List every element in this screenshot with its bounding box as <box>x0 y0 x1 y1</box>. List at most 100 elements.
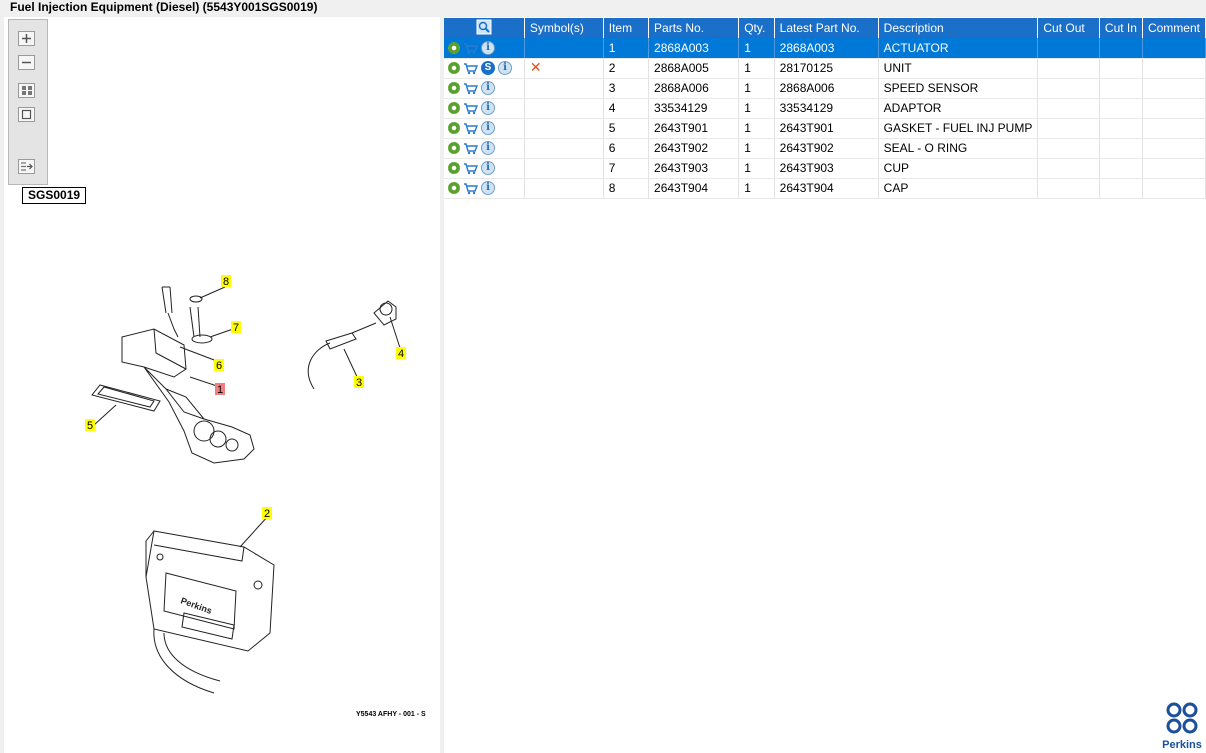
cell-latest-part-no: 2868A006 <box>774 78 879 99</box>
illustration-panel[interactable]: Perkins 8 7 6 1 5 4 3 2 <box>4 17 440 753</box>
cell-latest-part-no: 2643T901 <box>774 118 879 139</box>
gear-icon[interactable] <box>448 182 460 195</box>
cart-icon[interactable] <box>463 141 481 155</box>
info-icon[interactable]: i <box>481 121 495 136</box>
cart-icon[interactable] <box>463 81 481 95</box>
cell-comment <box>1142 158 1206 179</box>
info-icon[interactable]: i <box>481 101 495 116</box>
info-icon[interactable]: i <box>481 161 495 176</box>
gear-icon[interactable] <box>448 122 460 135</box>
column-header-cut-out[interactable]: Cut Out <box>1037 18 1100 38</box>
cell-comment <box>1142 78 1206 99</box>
cell-comment <box>1142 118 1206 139</box>
gear-icon[interactable] <box>448 42 460 55</box>
column-header-comment[interactable]: Comment <box>1142 18 1206 38</box>
perkins-emblem-icon <box>1166 702 1198 734</box>
svg-text:6: 6 <box>216 360 222 372</box>
cell-item: 6 <box>603 138 650 159</box>
cart-icon[interactable] <box>463 181 481 195</box>
cell-symbol <box>524 138 604 159</box>
cell-parts-no: 2868A006 <box>648 78 740 99</box>
cell-parts-no: 2643T904 <box>648 178 740 199</box>
column-header-symbols[interactable]: Symbol(s) <box>524 18 604 38</box>
cell-symbol <box>524 38 604 59</box>
svg-text:3: 3 <box>356 377 362 389</box>
cell-description: CUP <box>878 158 1039 179</box>
minus-icon <box>22 61 31 64</box>
cell-comment <box>1142 138 1206 159</box>
actual-size-button[interactable] <box>18 107 35 122</box>
cell-parts-no: 33534129 <box>648 98 740 119</box>
cell-parts-no: 2643T901 <box>648 118 740 139</box>
cell-description: CAP <box>878 178 1039 199</box>
cart-icon[interactable] <box>463 101 481 115</box>
gear-icon[interactable] <box>448 102 460 115</box>
sheet-id-label: SGS0019 <box>22 187 87 204</box>
gear-icon[interactable] <box>448 162 460 175</box>
row-actions-cell: i <box>444 158 525 179</box>
cell-comment <box>1142 178 1206 199</box>
info-icon[interactable]: i <box>481 141 495 156</box>
cart-icon[interactable] <box>463 121 481 135</box>
cell-description: ACTUATOR <box>878 38 1039 59</box>
cell-qty: 1 <box>738 38 775 59</box>
cell-qty: 1 <box>738 138 775 159</box>
cell-symbol <box>524 78 604 99</box>
cell-qty: 1 <box>738 118 775 139</box>
zoom-out-button[interactable] <box>18 55 35 70</box>
cell-symbol <box>524 178 604 199</box>
info-icon[interactable]: i <box>498 61 512 76</box>
cell-cut-in <box>1099 98 1143 119</box>
cart-icon[interactable] <box>463 61 481 75</box>
cell-qty: 1 <box>738 178 775 199</box>
export-button[interactable] <box>18 159 35 174</box>
column-header-actions[interactable] <box>444 18 525 38</box>
info-icon[interactable]: i <box>481 81 495 96</box>
gear-icon[interactable] <box>448 142 460 155</box>
cell-symbol <box>524 118 604 139</box>
column-header-item[interactable]: Item <box>603 18 650 38</box>
parts-illustration: Perkins 8 7 6 1 5 4 3 2 <box>85 275 406 694</box>
gear-icon[interactable] <box>448 62 460 75</box>
cell-qty: 1 <box>738 158 775 179</box>
panel-splitter[interactable] <box>440 17 444 753</box>
fit-page-button[interactable] <box>18 83 35 98</box>
zoom-in-button[interactable] <box>18 31 35 46</box>
cart-icon[interactable] <box>463 161 481 175</box>
cell-cut-out <box>1037 178 1100 199</box>
supersede-icon[interactable]: S <box>481 61 495 76</box>
cell-cut-out <box>1037 78 1100 99</box>
info-icon[interactable]: i <box>481 181 495 196</box>
cell-description: SPEED SENSOR <box>878 78 1039 99</box>
cell-latest-part-no: 2643T902 <box>774 138 879 159</box>
svg-text:7: 7 <box>233 322 239 334</box>
column-header-latest-part-no[interactable]: Latest Part No. <box>774 18 879 38</box>
cell-parts-no: 2868A005 <box>648 58 740 79</box>
info-icon[interactable]: i <box>481 41 495 56</box>
perkins-logo: Perkins <box>1160 701 1204 751</box>
row-actions-cell: i <box>444 78 525 99</box>
parts-list-panel: Symbol(s) Item Parts No. Qty. Latest Par… <box>444 17 1206 753</box>
column-header-cut-in[interactable]: Cut In <box>1099 18 1143 38</box>
column-header-parts-no[interactable]: Parts No. <box>648 18 740 38</box>
column-header-qty[interactable]: Qty. <box>738 18 775 38</box>
column-header-description[interactable]: Description <box>878 18 1039 38</box>
cell-cut-in <box>1099 38 1143 59</box>
table-header-row: Symbol(s) Item Parts No. Qty. Latest Par… <box>444 18 1206 38</box>
cell-qty: 1 <box>738 98 775 119</box>
cart-icon[interactable] <box>463 41 481 55</box>
cell-item: 8 <box>603 178 650 199</box>
cell-cut-in <box>1099 78 1143 99</box>
cell-cut-in <box>1099 178 1143 199</box>
gear-icon[interactable] <box>448 82 460 95</box>
zoom-to-part-icon <box>476 19 492 34</box>
svg-text:8: 8 <box>223 276 229 288</box>
